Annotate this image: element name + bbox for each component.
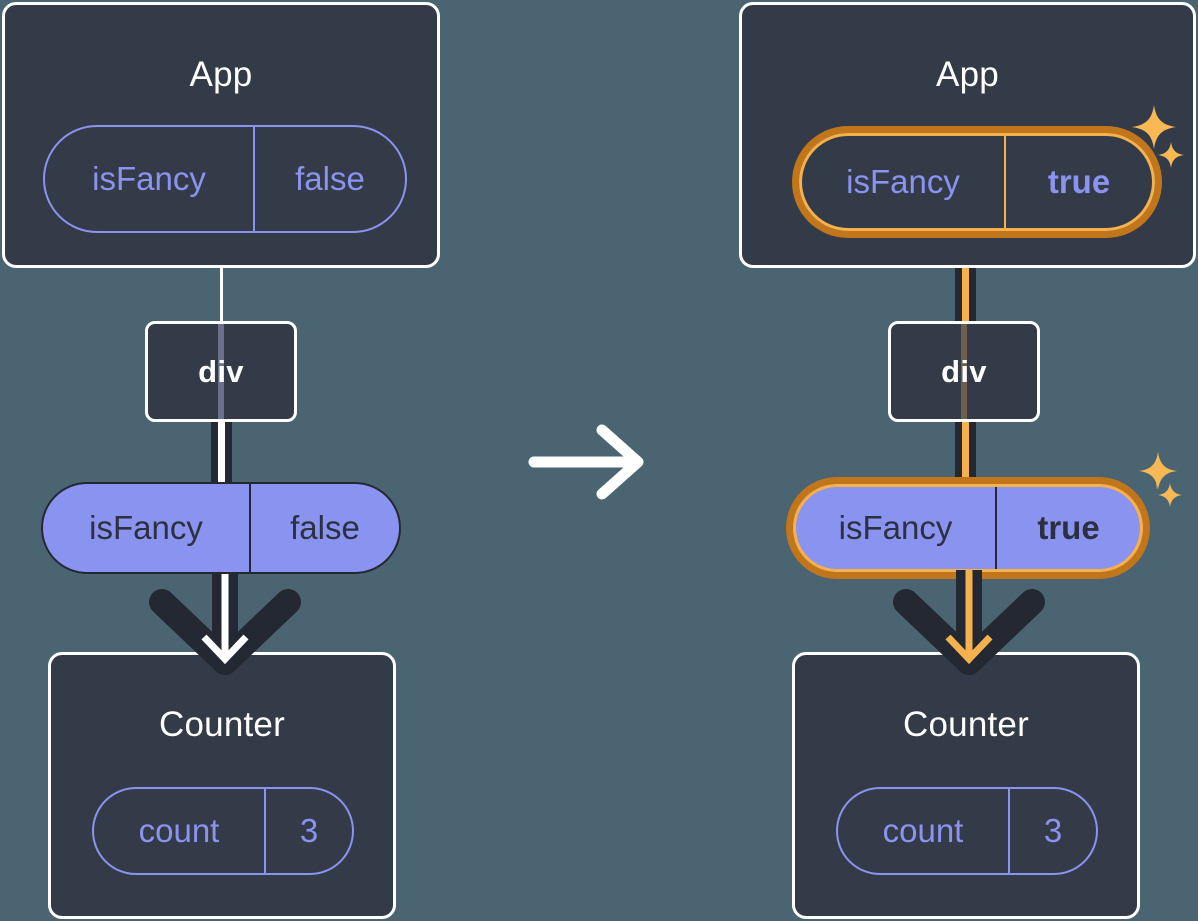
flow-arrow-right-head — [945, 570, 993, 665]
state-pill-key-left: isFancy — [92, 160, 206, 197]
state-pill-value-left: false — [253, 127, 405, 231]
div-inner-stripe-right — [961, 324, 967, 419]
state-pill-value-right: true — [1004, 136, 1152, 228]
state-pill-counter-right[interactable]: count 3 — [836, 787, 1098, 875]
component-box-counter-left: Counter count 3 — [48, 652, 396, 919]
state-pill-app-right[interactable]: isFancy true — [799, 133, 1155, 231]
counter-pill-value-right: 3 — [1008, 789, 1096, 873]
props-pill-value-left: false — [249, 484, 399, 572]
sparkle-icon-app-small — [1158, 142, 1184, 168]
props-pill-key-left: isFancy — [89, 509, 203, 546]
element-box-div-label-right: div — [941, 353, 987, 389]
component-title-app-right: App — [936, 55, 999, 94]
props-pill-left[interactable]: isFancy false — [41, 482, 401, 574]
counter-pill-key-left: count — [138, 812, 220, 849]
component-title-app-left: App — [189, 55, 253, 94]
sparkle-icon-props-large — [1139, 452, 1177, 490]
flow-arrow-right-shaft-shadow — [956, 570, 982, 660]
state-pill-counter-left[interactable]: count 3 — [92, 787, 354, 875]
props-pill-key-right: isFancy — [838, 509, 953, 546]
transition-right-arrow-icon — [528, 424, 644, 500]
div-inner-stripe-left — [218, 324, 224, 419]
element-box-div-left: div — [145, 321, 297, 422]
flow-arrow-left-shaft-shadow — [212, 570, 238, 660]
state-pill-key-right: isFancy — [846, 163, 960, 200]
component-box-counter-right: Counter count 3 — [792, 652, 1140, 919]
props-pill-value-right: true — [995, 487, 1140, 569]
flow-arrow-left-head — [201, 570, 249, 665]
props-pill-right[interactable]: isFancy true — [793, 484, 1143, 572]
connector-div-to-props-right-core — [962, 420, 969, 490]
connector-app-to-div-left — [220, 262, 223, 322]
component-title-counter-left: Counter — [159, 705, 285, 744]
counter-pill-value-left: 3 — [264, 789, 352, 873]
element-box-div-right: div — [888, 321, 1040, 422]
component-box-app-left: App isFancy false — [2, 2, 440, 268]
counter-pill-key-right: count — [882, 812, 964, 849]
sparkle-icon-app-large — [1132, 105, 1176, 149]
element-box-div-label-left: div — [198, 353, 244, 389]
component-box-app-right: App isFancy true — [739, 2, 1196, 268]
state-pill-app-left[interactable]: isFancy false — [43, 125, 407, 233]
sparkle-icon-props-small — [1158, 483, 1182, 507]
connector-div-to-props-left-core — [218, 420, 225, 490]
component-title-counter-right: Counter — [903, 705, 1029, 744]
